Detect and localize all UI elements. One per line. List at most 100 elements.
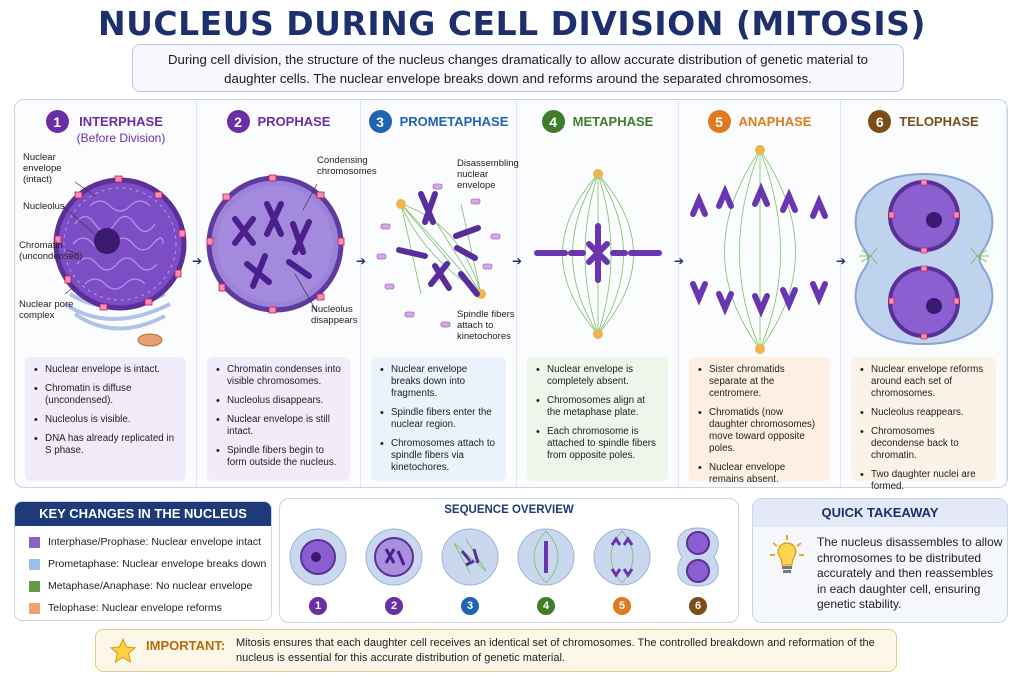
nucleolus — [926, 212, 942, 228]
asters — [859, 247, 989, 265]
arrow-right-icon: ➔ — [836, 254, 847, 268]
centrosome — [593, 169, 603, 179]
important-text: Mitosis ensures that each daughter cell … — [236, 637, 875, 664]
sequence-step: 4 — [516, 525, 576, 619]
panel-header: 3 PROMETAPHASE — [361, 110, 516, 150]
step-number: 3 — [368, 110, 392, 133]
bullet: Chromosomes attach to spindle fibers via… — [379, 438, 498, 474]
interphase-notes: Nuclear envelope is intact. Chromatin is… — [25, 357, 186, 481]
sequence-step: 6 — [668, 525, 728, 619]
prometaphase-illustration — [361, 144, 516, 354]
step-badge: 2 — [385, 597, 403, 615]
step-number: 4 — [541, 110, 565, 133]
phase-name: PROPHASE — [257, 114, 331, 129]
key-item: Prometaphase: Nuclear envelope breaks do… — [29, 558, 271, 570]
telophase-illustration — [841, 144, 1006, 354]
pores — [206, 174, 345, 314]
panel-interphase: 1 INTERPHASE (Before Division) — [15, 100, 197, 487]
centrosome — [755, 344, 765, 354]
mitochondrion — [137, 333, 163, 347]
important-note: IMPORTANT: Mitosis ensures that each dau… — [95, 629, 897, 672]
step-badge: 6 — [689, 597, 707, 615]
bullet: Each chromosome is attached to spindle f… — [535, 426, 660, 462]
sequence-step: 3 — [440, 525, 500, 619]
key-item: Metaphase/Anaphase: No nuclear envelope — [29, 580, 271, 592]
bullet: Nuclear envelope breaks down into fragme… — [379, 364, 498, 400]
swatch — [29, 558, 40, 570]
step-number: 6 — [868, 110, 892, 133]
takeaway-title: QUICK TAKEAWAY — [753, 499, 1007, 527]
prophase-notes: Chromatin condenses into visible chromos… — [207, 357, 350, 481]
label-nucleolus: Nucleolus — [23, 201, 65, 212]
chromatin — [72, 200, 164, 290]
phase-name: ANAPHASE — [738, 114, 812, 129]
bullet: Chromatin is diffuse (uncondensed). — [33, 383, 178, 407]
important-label: IMPORTANT: — [146, 638, 226, 653]
centrosome — [593, 329, 603, 339]
label-nuclear-pore: Nuclear pore complex — [19, 299, 74, 321]
bullet: Nucleolus disappears. — [215, 395, 342, 407]
label-chromatin: Chromatin (uncondensed) — [19, 240, 83, 262]
daughter-nucleus-top — [888, 180, 960, 252]
panel-header: 4 METAPHASE — [517, 110, 678, 150]
bullet: Sister chromatids separate at the centro… — [697, 364, 822, 400]
interphase-illustration — [15, 144, 196, 354]
bullet: Chromosomes decondense back to chromatin… — [859, 426, 988, 462]
bullet: DNA has already replicated in S phase. — [33, 433, 178, 457]
nucleolus — [94, 228, 120, 254]
phase-name: METAPHASE — [572, 114, 654, 129]
key-item: Telophase: Nuclear envelope reforms — [29, 602, 271, 614]
spindle-fibers — [724, 149, 796, 350]
phase-name: INTERPHASE — [79, 114, 163, 129]
sequence-step: 5 — [592, 525, 652, 619]
page-title: NUCLEUS DURING CELL DIVISION (MITOSIS) — [98, 4, 926, 43]
lightbulb-icon — [769, 533, 805, 582]
panel-header: 2 PROPHASE — [197, 110, 360, 150]
bullet: Nucleolus reappears. — [859, 407, 988, 419]
phase-name: TELOPHASE — [899, 114, 979, 129]
telophase-notes: Nuclear envelope reforms around each set… — [851, 357, 996, 492]
panel-telophase: 6 TELOPHASE Nuclear — [841, 100, 1007, 492]
bullet: Nucleolus is visible. — [33, 414, 178, 426]
anaphase-illustration — [679, 144, 840, 354]
phase-panels: 1 INTERPHASE (Before Division) — [14, 99, 1008, 492]
intro-text: During cell division, the structure of t… — [132, 44, 904, 92]
bullet: Nuclear envelope reforms around each set… — [859, 364, 988, 400]
centrosome — [396, 199, 406, 209]
aligned-chromosomes — [534, 223, 662, 283]
chromosomes — [396, 191, 481, 297]
quick-takeaway: QUICK TAKEAWAY The nucleus disassembles … — [752, 498, 1008, 623]
label-nucleolus-disappears: Nucleolus disappears — [311, 304, 358, 326]
key-item: Interphase/Prophase: Nuclear envelope in… — [29, 536, 271, 548]
nuclear-pores — [54, 175, 186, 311]
panel-anaphase: 5 ANAPHASE Sister chromatids separate at… — [679, 100, 841, 487]
step-badge: 4 — [537, 597, 555, 615]
bullet: Nuclear envelope is completely absent. — [535, 364, 660, 388]
bullet: Chromosomes align at the metaphase plate… — [535, 395, 660, 419]
phase-subtitle: (Before Division) — [76, 131, 166, 145]
key-title: KEY CHANGES IN THE NUCLEUS — [15, 502, 271, 526]
star-icon — [109, 637, 137, 669]
label-disassembling: Disassembling nuclear envelope — [457, 158, 519, 191]
takeaway-text: The nucleus disassembles to allow chromo… — [817, 535, 1003, 611]
bullet: Spindle fibers enter the nuclear region. — [379, 407, 498, 431]
prophase-illustration — [197, 144, 360, 354]
condensing-chromosomes — [232, 201, 312, 289]
label-spindle-attach: Spindle fibers attach to kinetochores — [457, 309, 515, 342]
sequence-step: 1 — [288, 525, 348, 619]
envelope-fragments — [376, 183, 501, 328]
bullet: Nuclear envelope remains absent. — [697, 462, 822, 486]
separating-chromatids — [690, 182, 828, 318]
panel-prophase: 2 PROPHASE Condensing chromosome — [197, 100, 377, 487]
metaphase-illustration — [517, 144, 678, 354]
swatch — [29, 602, 40, 614]
panel-metaphase: 4 METAPHASE Nuclear envel — [517, 100, 679, 487]
bullet: Nuclear envelope is still intact. — [215, 414, 342, 438]
step-number: 5 — [707, 110, 731, 133]
step-badge: 1 — [309, 597, 327, 615]
step-number: 1 — [45, 110, 69, 133]
label-condensing: Condensing chromosomes — [317, 155, 377, 177]
pores — [888, 179, 960, 340]
centrosome — [755, 145, 765, 155]
arrow-right-icon: ➔ — [512, 254, 523, 268]
